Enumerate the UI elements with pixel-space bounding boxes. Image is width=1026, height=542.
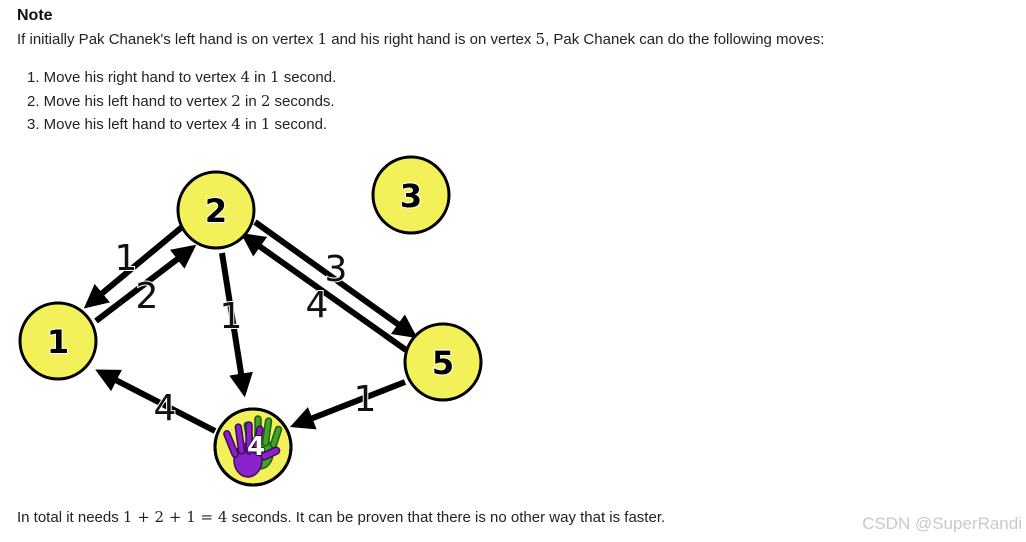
edge-label-2-to-4: 1: [220, 296, 243, 337]
move-item: 2. Move his left hand to vertex 2 in 2 s…: [27, 92, 336, 116]
edge-label-2-to-1: 1: [115, 238, 138, 279]
move-text: second.: [279, 69, 337, 86]
move-text: Move his left hand to vertex: [39, 116, 232, 133]
graph-diagram: 1 2 1 3 4 4 1 1 2 3 5: [18, 155, 483, 487]
node-3: 3: [371, 155, 451, 235]
edge-5-to-4: [289, 379, 407, 430]
move-number: 1.: [27, 69, 40, 86]
move-time: 2: [260, 91, 271, 110]
edge-2-to-5: [253, 219, 418, 339]
footer-paragraph: In total it needs 1 + 2 + 1 = 4 seconds.…: [17, 508, 665, 526]
move-vertex: 4: [231, 115, 241, 133]
edge-1-to-2: [94, 244, 197, 324]
intro-vertex-right: 5: [535, 30, 546, 48]
move-number: 3.: [27, 116, 40, 133]
node-5: 5: [403, 322, 483, 402]
move-number: 2.: [27, 92, 40, 110]
move-vertex: 2: [231, 91, 241, 110]
edge-4-to-1: [95, 369, 217, 434]
node-1: 1: [18, 301, 98, 381]
edges: [83, 219, 418, 434]
node-2: 2: [176, 170, 256, 250]
edge-label-4-to-1: 4: [154, 388, 177, 429]
edge-5-to-2: [240, 232, 408, 353]
move-text: Move his right hand to vertex: [39, 69, 241, 86]
footer-math: 1 + 2 + 1 = 4: [122, 508, 228, 526]
node-label-1: 1: [47, 323, 69, 361]
move-time: 1: [260, 115, 271, 133]
edge-label-1-to-2: 2: [136, 276, 159, 317]
move-item: 3. Move his left hand to vertex 4 in 1 s…: [27, 115, 336, 139]
intro-paragraph: If initially Pak Chanek's left hand is o…: [17, 30, 824, 48]
hands-icon: [223, 415, 283, 478]
intro-text-2: and his right hand is on vertex: [327, 31, 536, 48]
node-label-2: 2: [205, 192, 227, 230]
node-label-4: 4: [247, 432, 265, 462]
intro-text-1: If initially Pak Chanek's left hand is o…: [17, 31, 318, 48]
node-4: 4: [213, 407, 293, 487]
move-text: second.: [270, 116, 328, 133]
edge-label-5-to-2: 4: [306, 285, 329, 326]
note-heading: Note: [17, 7, 53, 24]
move-item: 1. Move his right hand to vertex 4 in 1 …: [27, 68, 336, 92]
move-time: 1: [270, 68, 280, 86]
intro-vertex-left: 1: [317, 30, 328, 48]
move-text: seconds.: [270, 92, 335, 110]
move-text: Move his left hand to vertex: [39, 92, 232, 110]
node-label-5: 5: [432, 344, 454, 382]
moves-list: 1. Move his right hand to vertex 4 in 1 …: [27, 68, 336, 139]
edge-label-2-to-5: 3: [325, 249, 348, 290]
footer-text-2: seconds. It can be proven that there is …: [227, 509, 666, 526]
edge-2-to-1: [83, 224, 184, 309]
move-vertex: 4: [240, 68, 250, 86]
move-text: in: [240, 116, 261, 133]
move-text: in: [240, 92, 261, 110]
edge-2-to-4: [219, 252, 253, 398]
move-text: in: [250, 69, 271, 86]
edge-label-5-to-4: 1: [354, 379, 377, 420]
intro-text-3: , Pak Chanek can do the following moves:: [545, 31, 825, 48]
watermark: CSDN @SuperRandi: [862, 514, 1022, 533]
node-label-3: 3: [400, 177, 422, 215]
footer-text-1: In total it needs: [17, 509, 123, 526]
